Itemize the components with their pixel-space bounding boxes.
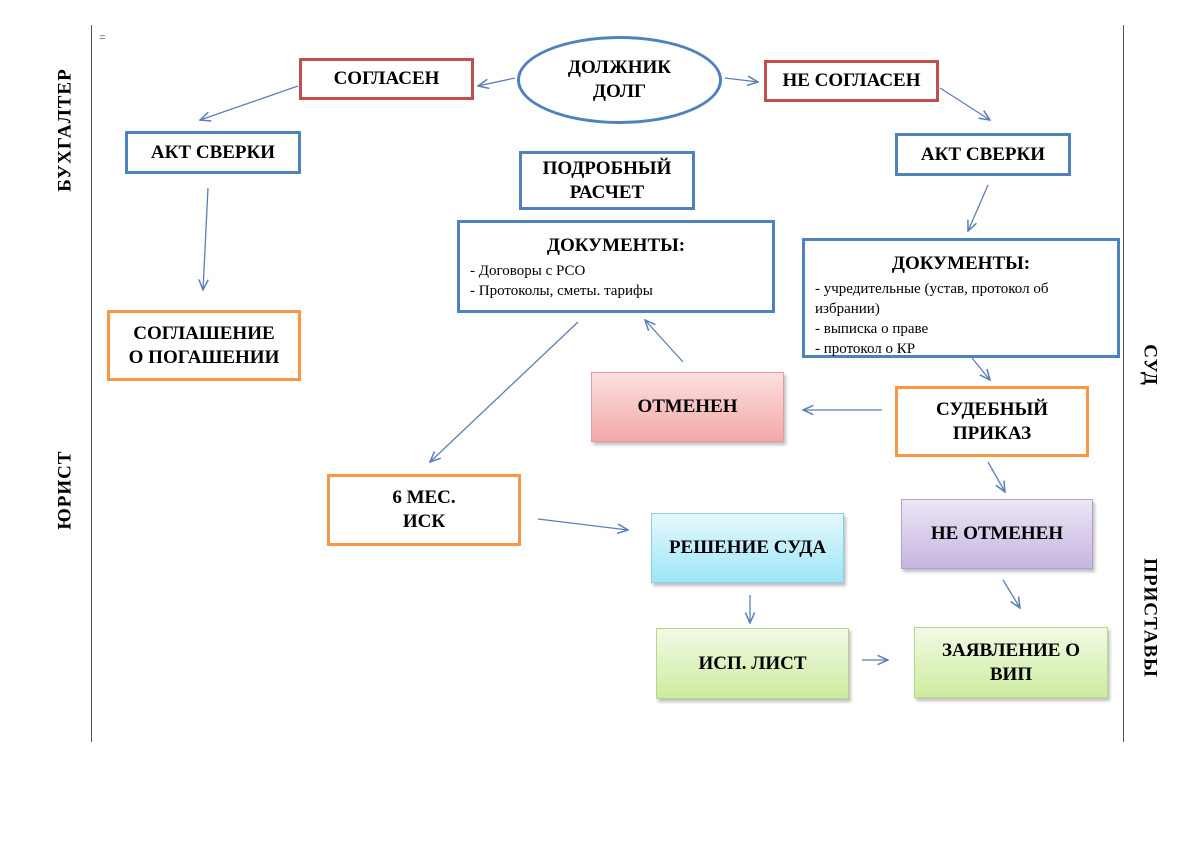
node-otmenen: ОТМЕНЕН <box>591 372 784 442</box>
arrow-ne-otmenen-zayavlenie <box>1002 579 1020 608</box>
node-isk: 6 МЕС. ИСК <box>327 474 521 546</box>
node-reshenie-suda: РЕШЕНИЕ СУДА <box>651 513 844 583</box>
arrow-soglasen-akt-left <box>200 85 299 120</box>
corner-mark: = <box>99 30 106 44</box>
documents-right-box: ДОКУМЕНТЫ: - учредительные (устав, прото… <box>802 238 1120 358</box>
node-isp-list: ИСП. ЛИСТ <box>656 628 849 699</box>
node-dolzhnik-dolg: ДОЛЖНИК ДОЛГ <box>517 36 722 124</box>
documents-right-item: - выписка о праве <box>815 321 929 338</box>
arrow-ne-soglasen-akt-right <box>939 87 990 120</box>
node-sudebny-prikaz: СУДЕБНЫЙ ПРИКАЗ <box>895 386 1089 457</box>
documents-right-title: ДОКУМЕНТЫ: <box>891 253 1031 274</box>
arrow-prikaz-ne-otmenen <box>987 461 1005 492</box>
documents-center-item: - Протоколы, сметы. тарифы <box>470 282 653 299</box>
documents-right-item: - учредительные (устав, протокол об избр… <box>815 280 1049 317</box>
node-ne-soglasen: НЕ СОГЛАСЕН <box>764 60 939 102</box>
right-lane-divider <box>1123 25 1124 742</box>
node-akt-sverki-right: АКТ СВЕРКИ <box>895 133 1071 176</box>
arrow-dolzhnik-ne-soglasen <box>724 78 758 82</box>
documents-center-title: ДОКУМЕНТЫ: <box>546 235 686 256</box>
node-zayavlenie-o-vip: ЗАЯВЛЕНИЕ О ВИП <box>914 627 1108 698</box>
node-soglashenie: СОГЛАШЕНИЕ О ПОГАШЕНИИ <box>107 310 301 381</box>
arrow-dolzhnik-soglasen <box>478 77 516 86</box>
node-soglasen: СОГЛАСЕН <box>299 58 474 100</box>
arrow-akt-left-soglashenie <box>203 187 208 290</box>
node-ne-otmenen: НЕ ОТМЕНЕН <box>901 499 1093 569</box>
documents-center-item: - Договоры с РСО <box>470 262 586 279</box>
arrow-isk-reshenie <box>537 518 628 530</box>
arrow-otmenen-documents <box>645 320 684 363</box>
node-akt-sverki-left: АКТ СВЕРКИ <box>125 131 301 174</box>
left-lane-divider <box>91 25 92 742</box>
node-podrobny-raschet: ПОДРОБНЫЙ РАСЧЕТ <box>519 151 695 210</box>
arrow-documents-right-prikaz <box>971 357 990 380</box>
arrow-documents-isk <box>430 321 579 462</box>
documents-center-box: ДОКУМЕНТЫ: - Договоры с РСО - Протоколы,… <box>457 220 775 313</box>
documents-right-item: - протокол о КР <box>815 341 916 358</box>
arrow-akt-right-documents <box>968 184 989 231</box>
